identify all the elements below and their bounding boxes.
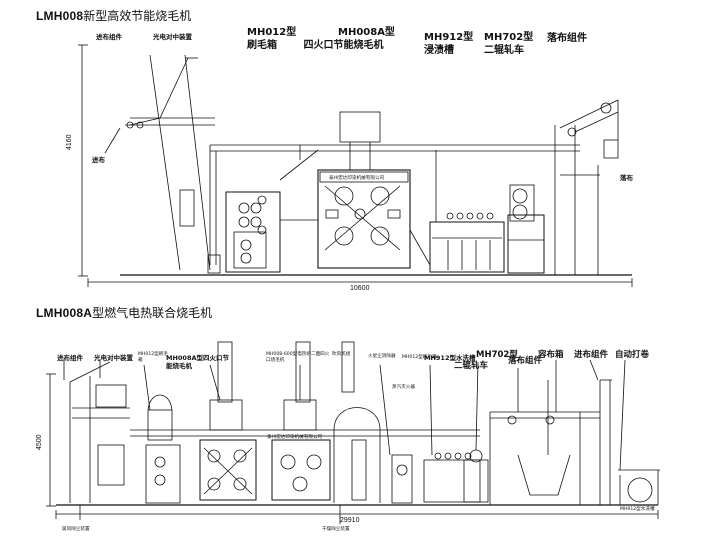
d1-label-cloth-drop: 落布组件	[547, 33, 587, 44]
d1-label-photo-align: 光电对中装置	[153, 33, 192, 41]
d1-dim-height: 4160	[66, 134, 73, 150]
d1-mangle-name: 二辊轧车	[484, 45, 524, 56]
d2-label-cloth-drop: 落布组件	[508, 356, 543, 366]
d2-label-bottom-mid: 干燥除尘装置	[322, 527, 350, 532]
d2-dim-height: 4500	[36, 434, 43, 450]
d2-label-photo-align: 光电对中装置	[94, 354, 133, 362]
d2-label-bottom-left: 吸风除尘装置	[62, 527, 90, 532]
d1-maker-plate: 泰州宏达印染机械有限公司	[329, 176, 385, 181]
diagram2-title: LMH008A型燃气电热联合烧毛机	[36, 304, 212, 321]
d2-label-mangle: MH702型 二辊轧车	[454, 350, 518, 372]
d2-label-storage-box: 容布箱	[538, 350, 564, 360]
diagram2-title-text: 型燃气电热联合烧毛机	[92, 306, 213, 320]
d1-label-brush-box: MH012型 刷毛箱	[247, 26, 296, 52]
d1-singer-name: 四火口节能烧毛机	[303, 40, 384, 51]
d2-maker-plate: 泰州宏达印染机械有限公司	[267, 435, 323, 440]
d2-mangle-name: 二辊轧车	[454, 361, 489, 371]
d2-label-brush-box: MH012型刷毛箱	[138, 352, 168, 363]
d2-label-feed-assembly2: 进布组件	[574, 350, 609, 360]
d2-label-fan-set: 吹风机组	[332, 352, 351, 357]
diagram2-drawing	[46, 341, 660, 524]
d1-label-mangle: MH702型 二辊轧车	[484, 31, 533, 57]
d1-impregnation-model: MH912型	[424, 32, 474, 43]
diagram2-title-model: LMH008A	[36, 306, 93, 320]
d2-label-steam-fire: 蒸汽灭火器	[392, 385, 415, 390]
d1-dim-length: 10600	[350, 285, 370, 292]
d1-brush-box-name: 刷毛箱	[247, 40, 277, 51]
d1-impregnation-name: 浸渍槽	[424, 45, 454, 56]
diagram1-title-model: LMH008	[36, 9, 84, 23]
d2-label-feed-assembly: 进布组件	[57, 354, 83, 362]
d2-label-water-tank: MH912型水洗槽	[424, 354, 476, 362]
d1-label-feed-in: 进布	[92, 156, 105, 164]
diagram1-title: LMH008新型高效节能烧毛机	[36, 7, 191, 24]
diagram1-drawing	[78, 44, 633, 287]
d2-label-dust-collector: 火星尘消除器	[368, 354, 396, 359]
d1-label-feed-assembly: 进布组件	[96, 33, 122, 41]
d2-dim-length: 29910	[340, 517, 360, 524]
d1-brush-box-model: MH012型	[247, 27, 297, 38]
d2-label-water-tank2: MH912型水洗槽	[620, 507, 655, 512]
d1-label-singer: MH008A型 四火口节能烧毛机	[292, 26, 395, 52]
d2-label-electric-singer: MH008-600型电热炉二面四火口烧毛机	[266, 352, 330, 363]
diagram1-title-text: 新型高效节能烧毛机	[83, 9, 192, 23]
d2-label-brush-box2: MH012型刷毛箱	[402, 355, 437, 360]
d2-label-auto-roll: 自动打卷	[615, 350, 650, 360]
d1-mangle-model: MH702型	[484, 32, 534, 43]
d1-label-cloth-out: 落布	[620, 174, 633, 182]
d1-label-impregnation: MH912型 浸渍槽	[424, 31, 473, 57]
d2-mangle-model: MH702型	[476, 350, 518, 360]
d2-label-singer: MH008A型四火口节能烧毛机	[166, 354, 230, 370]
d1-singer-model: MH008A型	[338, 27, 395, 38]
